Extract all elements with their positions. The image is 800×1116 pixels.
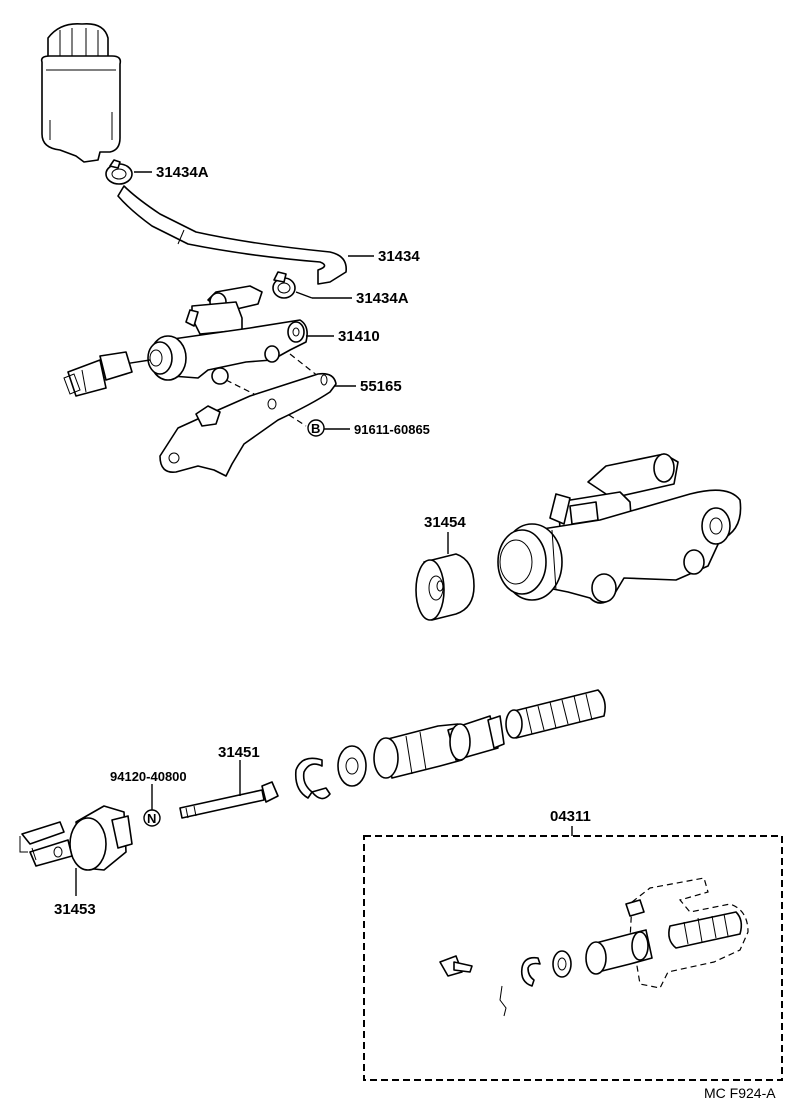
clevis <box>19 805 133 871</box>
bolt-symbol-letter: B <box>311 421 320 436</box>
push-rod <box>179 781 279 819</box>
boot <box>415 553 475 621</box>
label-31434: 31434 <box>378 248 420 265</box>
label-31453: 31453 <box>54 901 96 918</box>
master-cylinder-body <box>497 453 742 604</box>
label-91611-60865: 91611-60865 <box>354 422 430 437</box>
reservoir-hose <box>117 185 347 285</box>
repair-kit-box <box>363 835 783 1081</box>
label-31434a-upper: 31434A <box>156 164 209 181</box>
label-31451: 31451 <box>218 744 260 761</box>
leader-31434a-lower <box>295 291 313 299</box>
hose-clip-upper <box>105 159 133 185</box>
figure-reference-code: MC F924-A <box>704 1085 776 1101</box>
label-94120-40800: 94120-40800 <box>110 769 187 784</box>
label-31410: 31410 <box>338 328 380 345</box>
return-spring <box>505 689 606 739</box>
nut-symbol-letter: N <box>147 811 156 826</box>
mounting-bracket <box>159 372 337 477</box>
washer <box>337 745 367 787</box>
label-31454: 31454 <box>424 514 466 531</box>
piston <box>373 715 505 779</box>
label-31434a-lower: 31434A <box>356 290 409 307</box>
reservoir-tank <box>40 22 122 163</box>
master-cylinder-assembly <box>63 285 308 397</box>
snap-ring <box>294 757 331 800</box>
nut-symbol: N <box>143 809 161 827</box>
hose-clip-lower <box>272 271 296 299</box>
kit-parts <box>439 877 749 1017</box>
label-04311: 04311 <box>550 808 591 825</box>
bolt-symbol: B <box>307 419 325 437</box>
label-55165: 55165 <box>360 378 402 395</box>
